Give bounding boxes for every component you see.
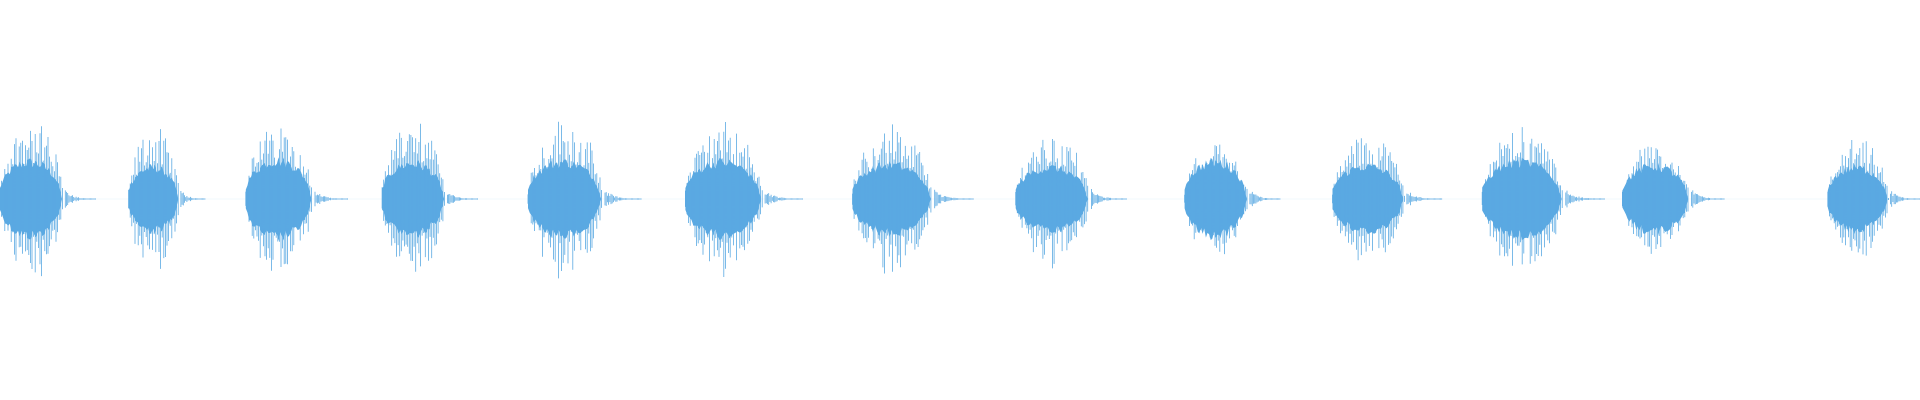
waveform-segment bbox=[1332, 138, 1443, 261]
waveform-segment-spikes bbox=[1332, 138, 1405, 261]
waveform-segment-tail bbox=[314, 191, 348, 207]
waveform-segments bbox=[0, 121, 1920, 279]
waveform-segment-spikes bbox=[381, 123, 445, 272]
waveform-segment-spikes bbox=[0, 126, 63, 277]
waveform-segment-tail bbox=[604, 192, 642, 206]
waveform-segment-spikes bbox=[685, 122, 763, 277]
waveform-segment bbox=[1481, 127, 1605, 266]
waveform-segment bbox=[685, 122, 803, 277]
waveform-segment bbox=[1015, 139, 1127, 269]
waveform-segment-spikes bbox=[1015, 139, 1089, 269]
waveform-segment-spikes bbox=[527, 121, 602, 279]
waveform-segment bbox=[1184, 144, 1281, 255]
waveform-segment bbox=[245, 128, 348, 271]
waveform-segment-spikes bbox=[1481, 127, 1563, 266]
waveform-segment bbox=[381, 123, 478, 272]
waveform-segment-tail bbox=[1890, 191, 1920, 207]
waveform-segment bbox=[527, 121, 642, 279]
waveform-segment bbox=[1622, 146, 1725, 254]
waveform-segment-tail bbox=[1565, 190, 1605, 208]
waveform-segment-tail bbox=[934, 189, 974, 209]
waveform-segment bbox=[0, 126, 96, 277]
waveform-segment-tail bbox=[764, 193, 803, 205]
waveform-segment-spikes bbox=[1827, 140, 1889, 256]
waveform-segment-tail bbox=[1691, 190, 1725, 208]
waveform-segment-tail bbox=[1249, 191, 1281, 207]
waveform-segment-spikes bbox=[245, 128, 312, 271]
waveform-segment-tail bbox=[447, 194, 478, 204]
waveform-segment-spikes bbox=[1184, 144, 1248, 255]
waveform-segment-tail bbox=[64, 190, 96, 208]
waveform-segment bbox=[128, 129, 206, 269]
waveform-segment-tail bbox=[1406, 192, 1443, 206]
waveform-segment bbox=[1827, 140, 1920, 256]
waveform-segment-spikes bbox=[128, 129, 179, 269]
waveform-segment-spikes bbox=[852, 124, 932, 274]
waveform-segment bbox=[852, 124, 974, 274]
waveform-segment-spikes bbox=[1622, 146, 1689, 254]
waveform-segment-body bbox=[852, 161, 935, 237]
waveform-segment-tail bbox=[180, 191, 206, 207]
waveform-segment-tail bbox=[1091, 189, 1127, 209]
